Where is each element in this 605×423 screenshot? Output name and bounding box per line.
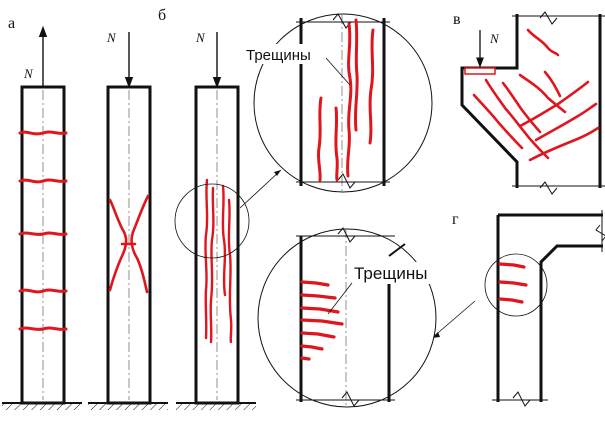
callout-cracks-top: Трещины <box>246 47 311 64</box>
mag-crack-b7 <box>300 356 311 361</box>
frame-crack-2 <box>498 280 528 287</box>
label-b: б <box>158 7 166 24</box>
panel-b-column-1: N <box>88 30 168 410</box>
detail-circle-small <box>174 183 250 259</box>
mag-crack-b2 <box>300 293 337 300</box>
force-label-b2: N <box>195 30 206 45</box>
magnified-circle-bottom <box>257 228 437 408</box>
panel-b-column-2: б N <box>158 7 256 410</box>
mag-crack-4 <box>316 96 323 182</box>
crack-a2 <box>18 178 68 184</box>
detail-circle-frame <box>484 253 548 317</box>
bearing-plate <box>464 67 496 75</box>
callout-bg-bottom <box>352 262 438 284</box>
label-v: в <box>453 11 461 28</box>
mag-bottom-break-1 <box>337 227 356 243</box>
mag-crack-b1 <box>300 280 330 287</box>
mag-crack-b6 <box>300 344 324 351</box>
crack-b2-3 <box>221 184 227 297</box>
crack-a5 <box>18 326 68 331</box>
crack-a4 <box>18 288 68 294</box>
magnified-top: Трещины <box>239 13 433 209</box>
panel-v: в N <box>453 11 605 195</box>
corbel-crack-7 <box>534 102 598 142</box>
label-g: г <box>452 211 459 228</box>
force-label-v: N <box>489 31 500 46</box>
ground-hatch-a <box>2 404 82 410</box>
mag-bottom-corner <box>388 243 406 257</box>
crack-b2-1 <box>204 178 209 340</box>
magnified-circle-top <box>253 13 433 193</box>
corbel-crack-6 <box>518 80 590 128</box>
callout-bg-top <box>245 44 327 64</box>
callout-leader-top <box>325 57 351 86</box>
frame-inner-edge <box>539 244 603 402</box>
mag-top-cracks <box>316 18 375 182</box>
corbel-crack-9 <box>543 70 562 98</box>
magnified-bottom: Трещины <box>257 227 476 408</box>
mag-crack-5 <box>334 106 339 182</box>
frame-break-right-mark <box>595 224 605 242</box>
frame-crack-1 <box>498 262 526 269</box>
callout-cracks-bottom: Трещины <box>354 264 427 283</box>
mag-crack-2 <box>353 18 359 132</box>
corbel-crack-4 <box>484 78 550 160</box>
corbel-crack-8 <box>528 126 600 162</box>
longitudinal-cracks <box>204 178 233 344</box>
ground-hatch-b2 <box>176 404 256 410</box>
corbel-cracks <box>472 28 600 162</box>
corbel-break-top-mark <box>539 11 558 25</box>
callout-leader-bottom <box>327 282 353 315</box>
mag-bottom-cracks <box>300 280 344 361</box>
force-label-b1: N <box>106 30 117 45</box>
crack-a1 <box>18 130 68 136</box>
leader-top <box>239 169 282 209</box>
mag-crack-b3 <box>300 306 340 314</box>
corbel-crack-5 <box>472 93 524 150</box>
frame-cracks <box>498 262 528 304</box>
mag-bottom-break-2 <box>341 391 360 407</box>
corbel-crack-3 <box>501 81 542 134</box>
corbel-break-bottom-mark <box>539 181 558 195</box>
mag-crack-3 <box>368 28 375 145</box>
force-label-a: N <box>23 66 34 81</box>
frame-crack-3 <box>498 297 524 304</box>
panel-g: г <box>452 210 605 407</box>
corbel-outline <box>460 14 519 188</box>
panel-a: а N <box>2 15 82 410</box>
corbel-crack-2 <box>518 73 567 114</box>
mag-crack-b4 <box>300 318 344 326</box>
shear-cracks <box>108 194 150 294</box>
transverse-cracks <box>18 130 68 331</box>
leader-top-arrow <box>274 170 281 176</box>
frame-break-bottom-mark <box>512 391 531 407</box>
crack-b2-2 <box>209 186 215 344</box>
corbel-crack-1 <box>526 28 560 57</box>
ground-hatch-b1 <box>88 404 168 410</box>
mag-crack-b5 <box>300 331 336 339</box>
mag-top-break-2 <box>337 173 356 189</box>
leader-bottom <box>431 300 476 339</box>
crack-a3 <box>18 231 68 236</box>
crack-b2-4 <box>227 198 233 344</box>
label-a: а <box>8 15 15 32</box>
mag-crack-1 <box>346 22 353 178</box>
